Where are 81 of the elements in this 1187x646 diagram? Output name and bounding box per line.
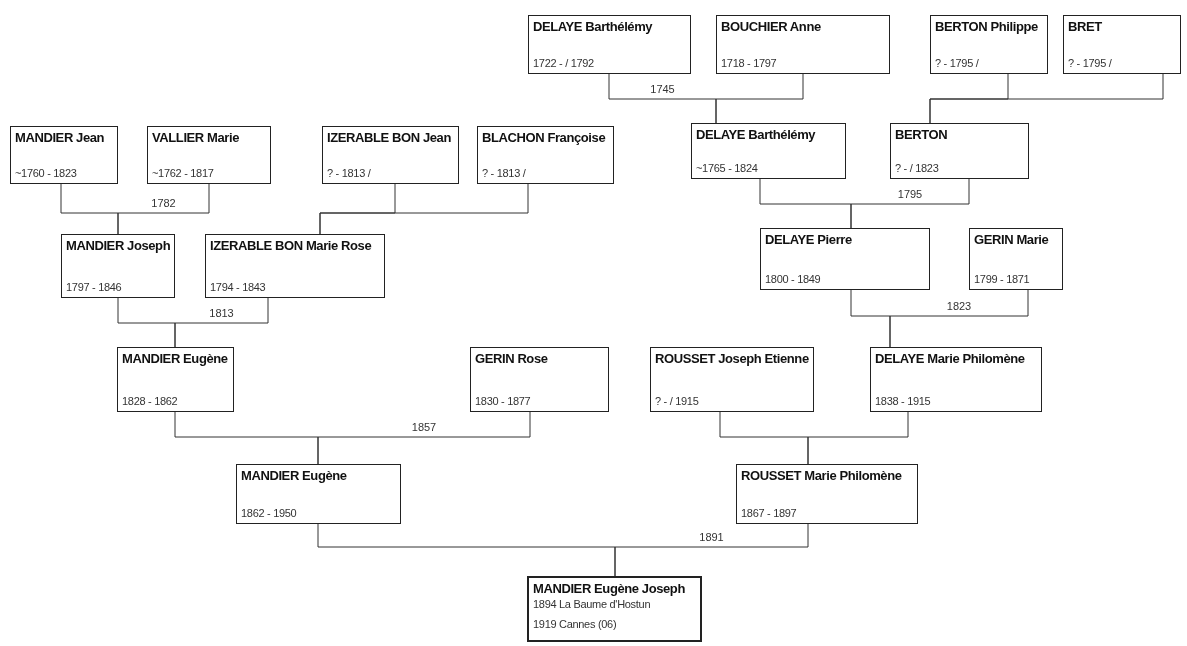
life-dates: ? - 1813 / — [327, 166, 372, 180]
person-box — [322, 126, 459, 184]
person-name: MANDIER Eugène Joseph — [533, 581, 686, 597]
life-dates: ? - 1795 / — [935, 56, 980, 70]
person-name: MANDIER Eugène — [241, 468, 348, 484]
edge-label: 1857 — [411, 421, 437, 434]
person-box — [117, 347, 234, 412]
person-box — [736, 464, 918, 524]
person-name: ROUSSET Joseph Etienne — [655, 351, 809, 367]
person-box — [930, 15, 1048, 74]
life-event: 1919 Cannes (06) — [533, 617, 618, 631]
person-name: BERTON — [895, 127, 949, 143]
life-dates: 1867 - 1897 — [741, 506, 798, 520]
connector-line — [317, 411, 531, 465]
person-name: BRET — [1068, 19, 1103, 35]
person-name: DELAYE Pierre — [765, 232, 853, 248]
connector-line — [715, 73, 804, 124]
life-dates: 1722 - / 1792 — [533, 56, 595, 70]
person-box — [477, 126, 614, 184]
person-box — [61, 234, 175, 298]
person-box — [205, 234, 385, 298]
person-name: GERIN Marie — [974, 232, 1050, 248]
person-name: MANDIER Joseph — [66, 238, 170, 254]
person-name: GERIN Rose — [475, 351, 549, 367]
person-name: IZERABLE BON Marie Rose — [210, 238, 373, 254]
life-dates: 1862 - 1950 — [241, 506, 298, 520]
person-box — [969, 228, 1063, 290]
person-box — [691, 123, 846, 179]
connector-line — [319, 183, 529, 235]
person-box — [716, 15, 890, 74]
edge-label: 1891 — [699, 531, 724, 544]
person-box — [236, 464, 401, 524]
life-dates: ~1765 - 1824 — [696, 161, 759, 175]
person-box — [760, 228, 930, 290]
person-name: DELAYE Marie Philomène — [875, 351, 1026, 367]
person-box — [470, 347, 609, 412]
life-dates: 1797 - 1846 — [66, 280, 123, 294]
connector-line — [614, 523, 809, 577]
life-dates: ~1762 - 1817 — [152, 166, 215, 180]
life-dates: ~1760 - 1823 — [15, 166, 78, 180]
person-name: BOUCHIER Anne — [721, 19, 822, 35]
person-name: BLACHON Françoise — [482, 130, 607, 146]
person-name: BERTON Philippe — [935, 19, 1039, 35]
person-name: ROUSSET Marie Philomène — [741, 468, 903, 484]
life-dates: 1828 - 1862 — [122, 394, 179, 408]
edge-label: 1813 — [209, 307, 234, 320]
life-event: 1894 La Baume d'Hostun — [533, 597, 652, 611]
edge-label: 1782 — [151, 197, 176, 210]
edge-label: 1823 — [946, 300, 972, 313]
edge-label: 1795 — [897, 188, 923, 201]
life-dates: 1838 - 1915 — [875, 394, 932, 408]
person-box — [890, 123, 1029, 179]
person-box — [870, 347, 1042, 412]
life-dates: 1718 - 1797 — [721, 56, 778, 70]
person-box — [1063, 15, 1181, 74]
connector-line — [174, 297, 269, 348]
person-name: MANDIER Eugène — [122, 351, 229, 367]
life-dates: 1794 - 1843 — [210, 280, 267, 294]
person-box — [147, 126, 271, 184]
connector-line — [117, 183, 210, 235]
person-box — [528, 15, 691, 74]
person-name: MANDIER Jean — [15, 130, 106, 146]
connector-line — [889, 289, 1029, 348]
person-box — [10, 126, 118, 184]
person-box — [650, 347, 814, 412]
connector-line — [807, 411, 909, 465]
life-dates: ? - / 1915 — [655, 394, 700, 408]
edge-label: 1745 — [650, 83, 675, 96]
life-dates: 1799 - 1871 — [974, 272, 1031, 286]
person-name: DELAYE Barthélémy — [533, 19, 654, 35]
person-name: DELAYE Barthélémy — [696, 127, 817, 143]
person-name: IZERABLE BON Jean — [327, 130, 452, 146]
life-dates: ? - / 1823 — [895, 161, 940, 175]
person-box — [527, 576, 702, 642]
person-name: VALLIER Marie — [152, 130, 241, 146]
connector-line — [850, 178, 970, 229]
connector-line — [929, 73, 1164, 124]
life-dates: ? - 1795 / — [1068, 56, 1113, 70]
life-dates: 1830 - 1877 — [475, 394, 532, 408]
life-dates: ? - 1813 / — [482, 166, 527, 180]
life-dates: 1800 - 1849 — [765, 272, 822, 286]
